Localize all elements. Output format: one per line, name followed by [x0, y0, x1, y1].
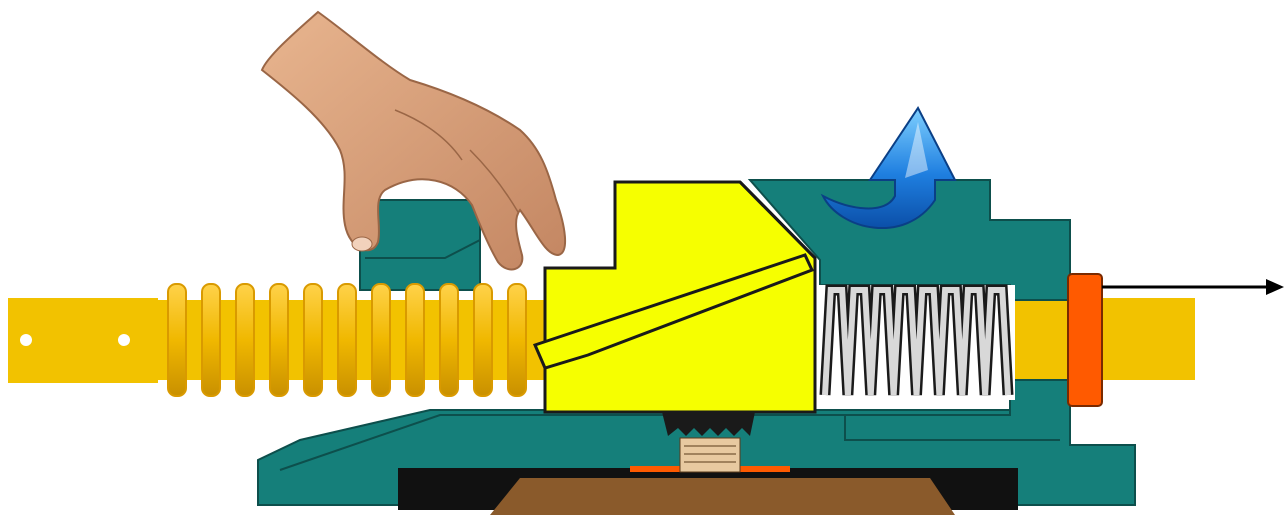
conduit-coil: [338, 284, 356, 396]
conduit-coil: [270, 284, 288, 396]
conduit-coil: [372, 284, 390, 396]
conduit-coil: [236, 284, 254, 396]
rail-left: [8, 284, 550, 396]
right-arrow-icon: [1102, 279, 1284, 295]
conduit-coil: [304, 284, 322, 396]
conduit-coil: [406, 284, 424, 396]
base-brown: [490, 478, 955, 515]
base-stem: [680, 438, 740, 472]
clamp-block: [535, 182, 815, 412]
conduit-coil: [202, 284, 220, 396]
spring: [815, 285, 1015, 400]
end-cap: [1068, 274, 1102, 406]
conduit-coil: [168, 284, 186, 396]
conduit-coil: [440, 284, 458, 396]
rail-hole: [20, 334, 32, 346]
conduit-coil: [474, 284, 492, 396]
rail-hole: [118, 334, 130, 346]
conduit-coil: [508, 284, 526, 396]
